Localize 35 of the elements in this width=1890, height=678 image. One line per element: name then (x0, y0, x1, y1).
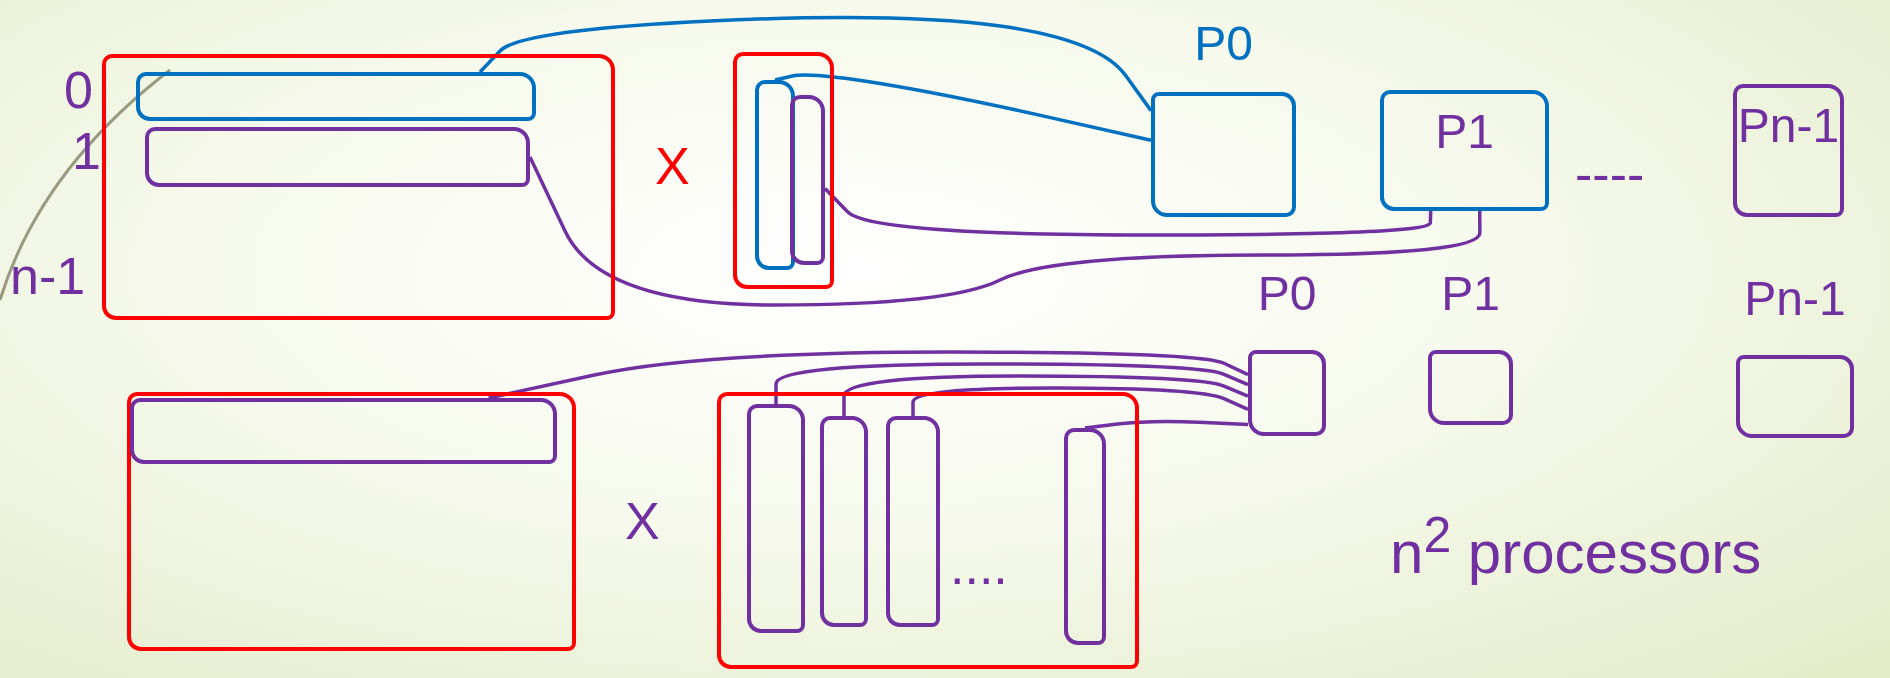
column-strip (1064, 428, 1106, 645)
connector-line (1084, 419, 1249, 430)
vector-box (717, 392, 1139, 669)
annotation-text: .... (950, 540, 1008, 592)
processor-label: P1 (1440, 270, 1501, 318)
processor-label: Pn-1 (1737, 102, 1840, 150)
connector-line (911, 386, 1249, 416)
annotation-text: 0 (64, 64, 93, 116)
processor-label: Pn-1 (1743, 275, 1847, 323)
row-strip (130, 398, 557, 464)
annotation-text: X (655, 140, 690, 192)
matrix-box (102, 54, 615, 320)
processor-label: P1 (1434, 108, 1495, 156)
processor-box (1733, 84, 1844, 217)
connector-line (774, 73, 1152, 142)
column-strip (790, 95, 825, 265)
column-strip (755, 80, 795, 270)
column-strip (886, 416, 940, 627)
annotation-text: n-1 (10, 250, 86, 302)
row-strip (145, 127, 530, 187)
connector-line (488, 350, 1249, 400)
annotation-text: 1 (72, 125, 101, 177)
row-strip (136, 72, 536, 121)
connector-line (823, 187, 1433, 237)
annotation-text: n$^{2}$ processors (1390, 510, 1762, 583)
column-strip (820, 416, 868, 627)
processor-label: P0 (1256, 270, 1318, 318)
processor-label: P0 (1193, 20, 1254, 68)
vector-box (733, 52, 834, 289)
annotation-text: ---- (1575, 148, 1645, 200)
annotation-text: X (625, 495, 660, 547)
processor-box (1380, 90, 1549, 211)
matrix-box (127, 392, 576, 651)
column-strip (747, 404, 805, 633)
connector-line (478, 15, 1153, 112)
